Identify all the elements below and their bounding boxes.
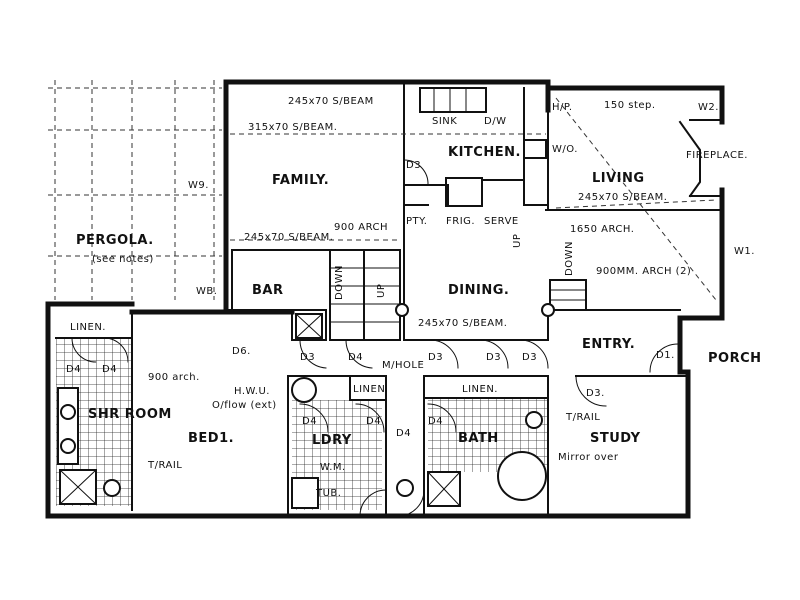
- note-arch-900mm: 900MM. ARCH (2): [596, 266, 691, 277]
- note-wb: WB.: [196, 286, 217, 297]
- note-d3-kitchen: D3: [406, 160, 421, 171]
- note-frig: FRIG.: [446, 216, 475, 227]
- room-pergola: PERGOLA.: [76, 233, 154, 248]
- stairs: [329, 87, 587, 341]
- note-up-stair: UP: [376, 284, 387, 298]
- note-beam-dining: 245x70 S/BEAM.: [418, 318, 507, 329]
- beam-lines: [230, 97, 717, 301]
- note-d4-ldry-a: D4: [302, 416, 317, 427]
- interior-walls: [55, 83, 723, 517]
- note-d1: D1.: [656, 350, 675, 361]
- note-mirror: Mirror over: [558, 452, 619, 463]
- note-d4-bath: D4: [428, 416, 443, 427]
- note-fireplace: FIREPLACE.: [686, 150, 748, 161]
- note-d6: D6.: [232, 346, 251, 357]
- room-study: STUDY: [590, 431, 641, 446]
- room-living: LIVING: [592, 171, 645, 186]
- note-d3-study: D3.: [586, 388, 605, 399]
- room-linen-bath: LINEN.: [462, 384, 498, 395]
- room-entry: ENTRY.: [582, 337, 635, 352]
- note-down-stair: DOWN: [334, 265, 345, 300]
- note-d4-hall: D4: [348, 352, 363, 363]
- room-linen-left: LINEN.: [70, 322, 106, 333]
- room-porch: PORCH: [708, 351, 762, 366]
- room-family: FAMILY.: [272, 173, 329, 188]
- note-tub: TUB.: [315, 488, 341, 499]
- exterior-walls: [45, 79, 725, 519]
- note-trail-bed: T/RAIL: [147, 460, 182, 471]
- door-swings: [71, 159, 679, 517]
- note-d3-b: D3: [486, 352, 501, 363]
- note-beam-living: 245x70 S/BEAM.: [578, 192, 667, 203]
- note-d4-shr-b: D4: [102, 364, 117, 375]
- kitchen-benches: [403, 139, 547, 207]
- note-d4-ldry-b: D4: [366, 416, 381, 427]
- note-step: 150 step.: [604, 100, 656, 111]
- fixtures: [57, 303, 555, 509]
- room-kitchen: KITCHEN.: [448, 145, 521, 160]
- pergola-note: (see notes): [92, 254, 154, 265]
- note-d4-ldry-c: D4: [396, 428, 411, 439]
- note-arch-1650: 1650 ARCH.: [570, 224, 634, 235]
- note-d3-a: D3: [428, 352, 443, 363]
- note-w9: W9.: [188, 180, 209, 191]
- note-beam-family-low: 245x70 S/BEAM.: [244, 232, 333, 243]
- note-up-kitchen: UP: [512, 234, 523, 248]
- pergola-grid: [48, 80, 222, 300]
- note-pty: PTY.: [406, 216, 427, 227]
- room-bath: BATH: [458, 431, 499, 446]
- note-sink: SINK: [432, 116, 457, 127]
- note-arch-900: 900 ARCH: [334, 222, 388, 233]
- note-mhole: M/HOLE: [382, 360, 424, 371]
- room-bed1: BED1.: [188, 431, 234, 446]
- note-serve: SERVE: [484, 216, 519, 227]
- room-ldry: LDRY: [312, 433, 352, 448]
- note-overflow: O/flow (ext): [212, 400, 277, 411]
- note-hp: H/P.: [552, 102, 573, 113]
- note-d3-hall: D3: [300, 352, 315, 363]
- room-bar: BAR: [252, 283, 283, 298]
- note-hwu: H.W.U.: [234, 386, 270, 397]
- note-arch-900-lower: 900 arch.: [148, 372, 200, 383]
- note-beam-family-second: 315x70 S/BEAM.: [248, 122, 337, 133]
- note-w2: W2.: [698, 102, 719, 113]
- note-d4-shr-a: D4: [66, 364, 81, 375]
- room-dining: DINING.: [448, 283, 509, 298]
- note-dw: D/W: [484, 116, 506, 127]
- note-wm: W.M.: [320, 462, 346, 473]
- note-d3-c: D3: [522, 352, 537, 363]
- note-w1: W1.: [734, 246, 755, 257]
- note-down-living: DOWN: [564, 241, 575, 276]
- room-linen-mid: LINEN: [353, 384, 385, 395]
- note-wo: W/O.: [552, 144, 578, 155]
- room-shr-room: SHR ROOM: [88, 407, 172, 422]
- note-trail-study: T/RAIL: [565, 412, 600, 423]
- note-beam-family-top: 245x70 S/BEAM: [288, 96, 374, 107]
